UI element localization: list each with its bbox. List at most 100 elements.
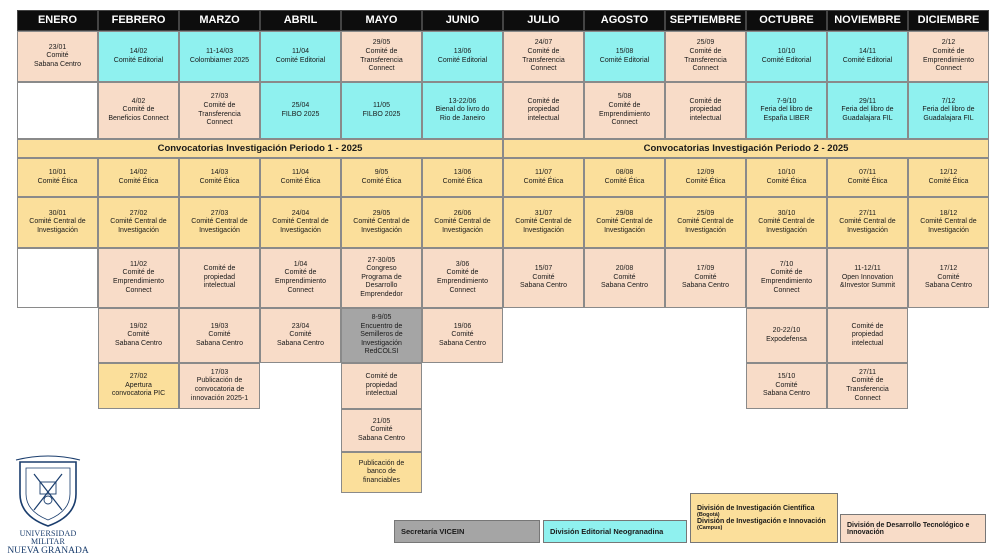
- event-cell: 10/01 Comité Ética: [17, 158, 98, 197]
- university-name-line2: NUEVA GRANADA: [7, 546, 89, 556]
- month-header-octubre: OCTUBRE: [746, 10, 827, 31]
- legend-editorial-label: División Editorial Neogranadina: [550, 527, 664, 536]
- event-cell: Comité de propiedad intelectual: [827, 308, 908, 363]
- month-header-mayo: MAYO: [341, 10, 422, 31]
- event-cell: 20-22/10 Expodefensa: [746, 308, 827, 363]
- period-2-band: Convocatorias Investigación Periodo 2 - …: [503, 139, 989, 158]
- event-cell: 30/01 Comité Central de Investigación: [17, 197, 98, 248]
- month-header-diciembre: DICIEMBRE: [908, 10, 989, 31]
- event-cell: Comité de propiedad intelectual: [341, 363, 422, 409]
- period-1-band: Convocatorias Investigación Periodo 1 - …: [17, 139, 503, 158]
- event-cell: [17, 248, 98, 308]
- event-cell: 18/12 Comité Central de Investigación: [908, 197, 989, 248]
- event-cell: 13/06 Comité Editorial: [422, 31, 503, 82]
- event-cell: 11-14/03 Colombiamer 2025: [179, 31, 260, 82]
- event-cell: 31/07 Comité Central de Investigación: [503, 197, 584, 248]
- event-cell: 27/02 Comité Central de Investigación: [98, 197, 179, 248]
- event-cell: Comité de propiedad intelectual: [665, 82, 746, 139]
- event-cell: 14/02 Comité Editorial: [98, 31, 179, 82]
- legend-investigacion-line2: División de Investigación e Innovación: [697, 518, 826, 525]
- event-cell: 11/02 Comité de Emprendimiento Connect: [98, 248, 179, 308]
- event-cell: 11/05 FILBO 2025: [341, 82, 422, 139]
- event-cell: 29/05 Comité Central de Investigación: [341, 197, 422, 248]
- event-cell: 19/06 Comité Sabana Centro: [422, 308, 503, 363]
- event-cell: Comité de propiedad intelectual: [179, 248, 260, 308]
- event-cell: 21/05 Comité Sabana Centro: [341, 409, 422, 452]
- event-cell: 29/11 Feria del libro de Guadalajara FIL: [827, 82, 908, 139]
- university-name: UNIVERSIDAD MILITAR NUEVA GRANADA: [4, 530, 92, 557]
- event-cell: 27-30/05 Congreso Programa de Desarrollo…: [341, 248, 422, 308]
- month-header-enero: ENERO: [17, 10, 98, 31]
- event-cell: 12/12 Comité Ética: [908, 158, 989, 197]
- event-cell: 24/07 Comité de Transferencia Connect: [503, 31, 584, 82]
- event-cell: 25/04 FILBO 2025: [260, 82, 341, 139]
- month-header-abril: ABRIL: [260, 10, 341, 31]
- legend-desarrollo: División de Desarrollo Tecnológico e Inn…: [840, 514, 986, 543]
- event-cell: 08/08 Comité Ética: [584, 158, 665, 197]
- legend-investigacion-line1: División de Investigación Científica: [697, 505, 815, 512]
- event-cell: 9/05 Comité Ética: [341, 158, 422, 197]
- event-cell: 17/12 Comité Sabana Centro: [908, 248, 989, 308]
- event-cell: 24/04 Comité Central de Investigación: [260, 197, 341, 248]
- legend-editorial: División Editorial Neogranadina: [543, 520, 687, 543]
- event-cell: 11/07 Comité Ética: [503, 158, 584, 197]
- legend-desarrollo-label: División de Desarrollo Tecnológico e Inn…: [847, 521, 970, 536]
- event-cell: 11-12/11 Open Innovation &Investor Summi…: [827, 248, 908, 308]
- event-cell: 14/03 Comité Ética: [179, 158, 260, 197]
- event-cell: 17/09 Comité Sabana Centro: [665, 248, 746, 308]
- event-cell: 29/05 Comité de Transferencia Connect: [341, 31, 422, 82]
- month-header-septiembre: SEPTIEMBRE: [665, 10, 746, 31]
- event-cell: 7/12 Feria del libro de Guadalajara FIL: [908, 82, 989, 139]
- event-cell: 15/07 Comité Sabana Centro: [503, 248, 584, 308]
- event-cell: Publicación de banco de financiables: [341, 452, 422, 493]
- event-cell: 2/12 Comité de Emprendimiento Connect: [908, 31, 989, 82]
- event-cell: 13-22/06 Bienal do livro do Rio de Janei…: [422, 82, 503, 139]
- event-cell: 25/09 Comité de Transferencia Connect: [665, 31, 746, 82]
- event-cell: 23/01 Comité Sabana Centro: [17, 31, 98, 82]
- event-cell: 27/03 Comité de Transferencia Connect: [179, 82, 260, 139]
- event-cell: 5/08 Comité de Emprendimiento Connect: [584, 82, 665, 139]
- event-cell: 27/11 Comité Central de Investigación: [827, 197, 908, 248]
- month-header-agosto: AGOSTO: [584, 10, 665, 31]
- university-name-line1: UNIVERSIDAD MILITAR: [19, 529, 77, 546]
- event-cell: 11/04 Comité Ética: [260, 158, 341, 197]
- month-header-febrero: FEBRERO: [98, 10, 179, 31]
- legend-investigacion-sub2: (Campus): [697, 525, 723, 531]
- legend-investigacion-sub1: (Bogotá): [697, 512, 720, 518]
- event-cell: Comité de propiedad intelectual: [503, 82, 584, 139]
- event-cell: 20/08 Comité Sabana Centro: [584, 248, 665, 308]
- legend-investigacion: División de Investigación Científica (Bo…: [690, 493, 838, 543]
- event-cell: 07/11 Comité Ética: [827, 158, 908, 197]
- event-cell: 4/02 Comité de Beneficios Connect: [98, 82, 179, 139]
- event-cell: 7-9/10 Feria del libro de España LIBER: [746, 82, 827, 139]
- month-header-noviembre: NOVIEMBRE: [827, 10, 908, 31]
- month-header-julio: JULIO: [503, 10, 584, 31]
- university-seal-icon: [15, 455, 81, 527]
- event-cell: 8-9/05 Encuentro de Semilleros de Invest…: [341, 308, 422, 363]
- event-cell: 26/06 Comité Central de Investigación: [422, 197, 503, 248]
- event-cell: 27/02 Apertura convocatoria PIC: [98, 363, 179, 409]
- event-cell: 23/04 Comité Sabana Centro: [260, 308, 341, 363]
- university-logo: UNIVERSIDAD MILITAR NUEVA GRANADA: [4, 452, 92, 556]
- legend-secretaria: Secretaría VICEIN: [394, 520, 540, 543]
- event-cell: 17/03 Publicación de convocatoria de inn…: [179, 363, 260, 409]
- legend-secretaria-label: Secretaría VICEIN: [401, 527, 465, 536]
- event-cell: 1/04 Comité de Emprendimiento Connect: [260, 248, 341, 308]
- event-cell: 27/03 Comité Central de Investigación: [179, 197, 260, 248]
- event-cell: 14/02 Comité Ética: [98, 158, 179, 197]
- event-cell: 30/10 Comité Central de Investigación: [746, 197, 827, 248]
- month-header-junio: JUNIO: [422, 10, 503, 31]
- event-cell: 29/08 Comité Central de Investigación: [584, 197, 665, 248]
- event-cell: 15/10 Comité Sabana Centro: [746, 363, 827, 409]
- month-header-marzo: MARZO: [179, 10, 260, 31]
- event-cell: [17, 82, 98, 139]
- event-cell: 19/03 Comité Sabana Centro: [179, 308, 260, 363]
- event-cell: 15/08 Comité Editorial: [584, 31, 665, 82]
- event-cell: 27/11 Comité de Transferencia Connect: [827, 363, 908, 409]
- event-cell: 25/09 Comité Central de Investigación: [665, 197, 746, 248]
- event-cell: 12/09 Comité Ética: [665, 158, 746, 197]
- event-cell: 19/02 Comité Sabana Centro: [98, 308, 179, 363]
- event-cell: 14/11 Comité Editorial: [827, 31, 908, 82]
- event-cell: 11/04 Comité Editorial: [260, 31, 341, 82]
- event-cell: 7/10 Comité de Emprendimiento Connect: [746, 248, 827, 308]
